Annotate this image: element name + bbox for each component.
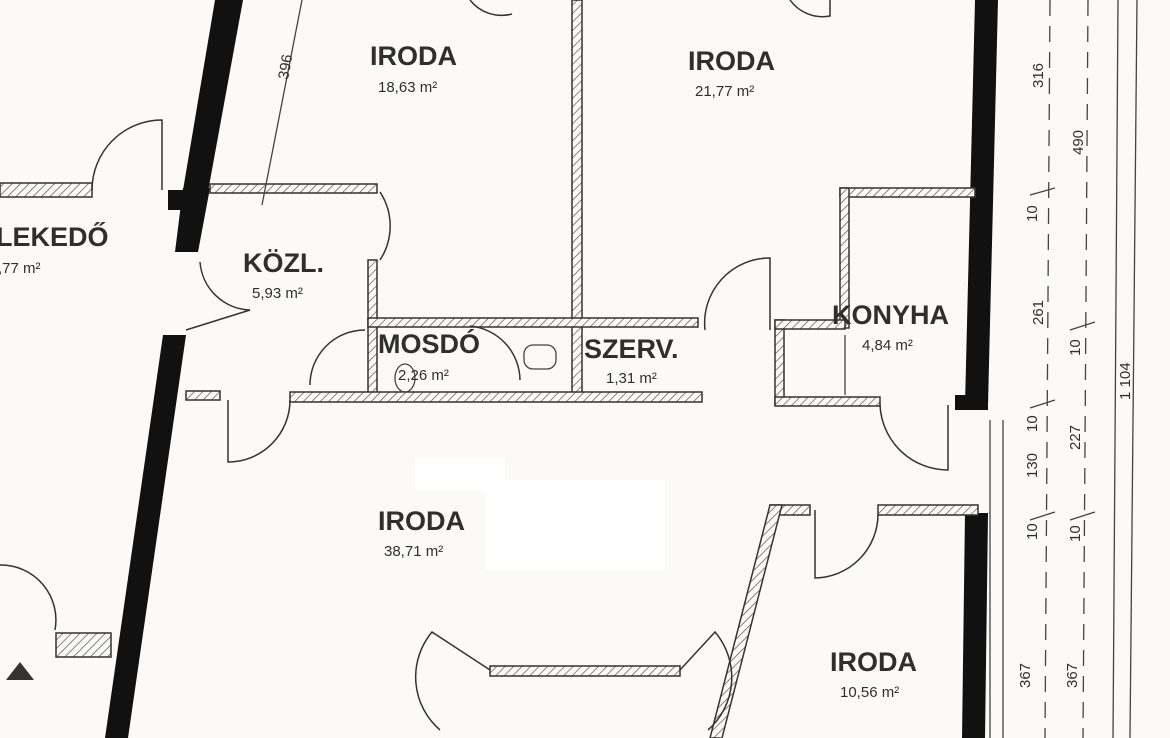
room-name-konyha: KONYHA (832, 300, 949, 330)
room-area-szerv: 1,31 m² (606, 370, 657, 387)
dim-261: 261 (1030, 300, 1047, 325)
dim-130: 130 (1024, 453, 1041, 478)
room-name-iroda-bottom-right: IRODA (830, 647, 917, 677)
room-area-mosdo: 2,26 m² (398, 367, 449, 384)
blank-patch (415, 458, 505, 490)
room-area-kozlekedo: ,77 m² (0, 260, 41, 277)
room-area-iroda-top-left: 18,63 m² (378, 79, 437, 96)
dim-316: 316 (1030, 63, 1047, 88)
room-labels: IRODA 18,63 m² IRODA 21,77 m² LEKEDŐ ,77… (0, 41, 949, 701)
north-marker-icon (6, 662, 34, 680)
room-area-iroda-large: 38,71 m² (384, 543, 443, 560)
room-name-mosdo: MOSDÓ (378, 328, 480, 359)
dim-10e: 10 (1067, 525, 1084, 542)
room-area-konyha: 4,84 m² (862, 337, 913, 354)
interior-walls (0, 0, 979, 738)
dim-10d: 10 (1024, 523, 1041, 540)
room-name-szerv: SZERV. (584, 334, 679, 364)
dim-396: 396 (275, 53, 296, 81)
dim-227: 227 (1067, 425, 1084, 450)
door-swings (0, 0, 949, 731)
room-name-iroda-top-left: IRODA (370, 41, 457, 71)
room-area-iroda-top-right: 21,77 m² (695, 83, 754, 100)
exterior-walls (105, 0, 998, 738)
blank-patch (485, 480, 665, 570)
dim-10b: 10 (1067, 339, 1084, 356)
room-name-iroda-large: IRODA (378, 506, 465, 536)
dim-367a: 367 (1017, 663, 1034, 688)
room-area-kozl: 5,93 m² (252, 285, 303, 302)
dim-367b: 367 (1064, 663, 1081, 688)
dimension-lines (261, 0, 1138, 738)
room-name-kozlekedo: LEKEDŐ (0, 221, 109, 252)
room-area-iroda-bottom-right: 10,56 m² (840, 684, 899, 701)
dimension-labels: 396 316 490 10 261 10 10 227 1 104 130 1… (275, 53, 1134, 688)
room-name-iroda-top-right: IRODA (688, 46, 775, 76)
room-name-kozl: KÖZL. (243, 248, 324, 278)
dim-10a: 10 (1024, 205, 1041, 222)
dim-10c: 10 (1024, 415, 1041, 432)
fixtures (394, 335, 846, 395)
dim-490: 490 (1070, 130, 1087, 155)
dim-1104: 1 104 (1117, 362, 1134, 400)
